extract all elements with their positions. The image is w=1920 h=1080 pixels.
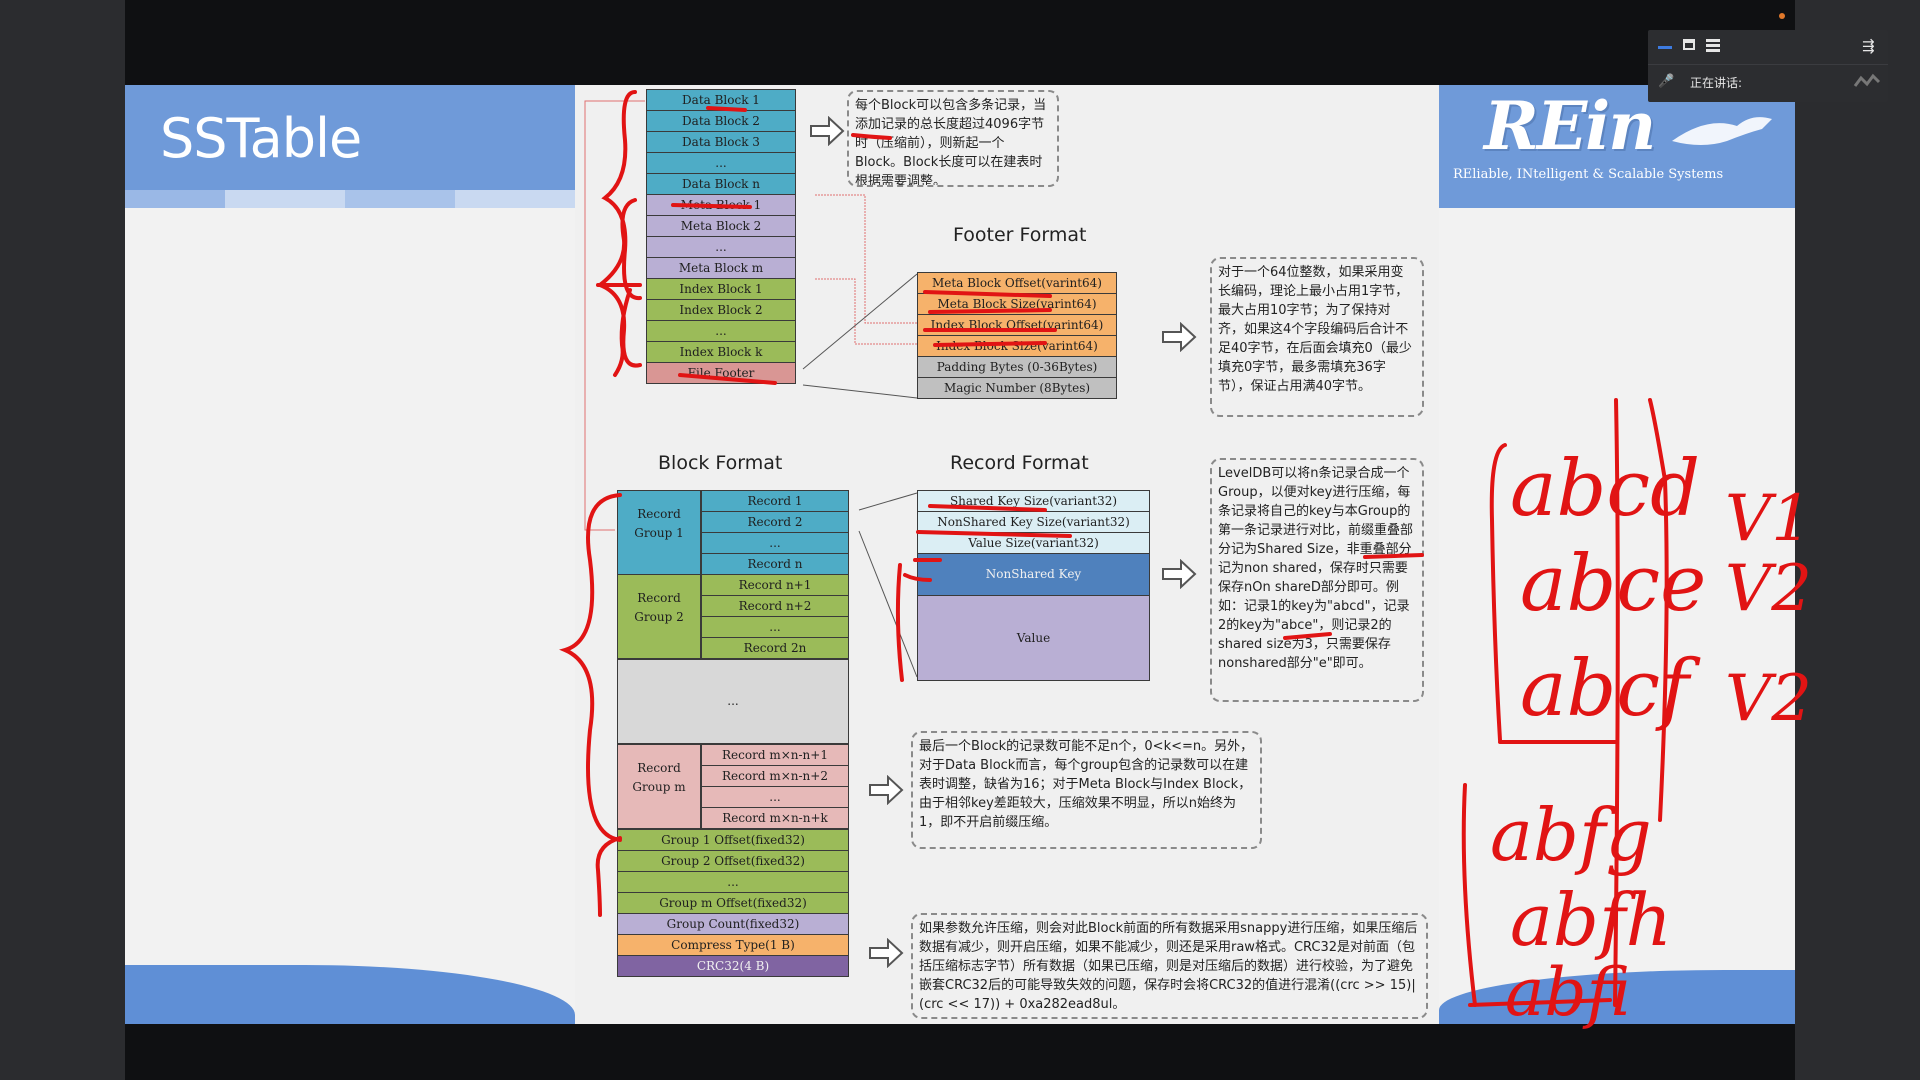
sidebar-left bbox=[0, 0, 125, 1080]
block-gap: ... bbox=[617, 659, 849, 744]
slide-title: SSTable bbox=[160, 107, 362, 170]
sstable-block: Meta Block 2 bbox=[646, 215, 796, 237]
block-trailer-field: ... bbox=[617, 871, 849, 893]
record-cell: Record n+1 bbox=[701, 574, 849, 596]
audio-signal-icon bbox=[1853, 73, 1881, 87]
recording-indicator bbox=[1779, 13, 1785, 19]
footer-field: Index Block Offset(varint64) bbox=[917, 314, 1117, 336]
right-panel bbox=[1439, 208, 1795, 1024]
menu-icon[interactable]: ⇶ bbox=[1862, 37, 1875, 55]
footer-field: Padding Bytes (0-36Bytes) bbox=[917, 356, 1117, 378]
record-group-label: Record Group 2 bbox=[617, 574, 701, 659]
logo-banner: REin REliable, INtelligent & Scalable Sy… bbox=[1439, 85, 1795, 208]
block-trailer-field: Group 1 Offset(fixed32) bbox=[617, 829, 849, 851]
record-cell: ... bbox=[701, 616, 849, 638]
sstable-block: Meta Block 1 bbox=[646, 194, 796, 216]
sstable-block: ... bbox=[646, 152, 796, 174]
arrow-right-icon bbox=[1162, 322, 1197, 352]
note-footer: 对于一个64位整数，如果采用变长编码，理论上最小占用1字节，最大占用10字节；为… bbox=[1210, 257, 1424, 417]
sstable-block: Index Block 2 bbox=[646, 299, 796, 321]
sstable-block: Index Block k bbox=[646, 341, 796, 363]
meeting-toolbar: ⇶ 🎤 正在讲话: bbox=[1648, 30, 1888, 102]
record-cell: Record 2 bbox=[701, 511, 849, 533]
bottom-bar bbox=[125, 1024, 1795, 1080]
record-cell: Record m×n-n+k bbox=[701, 807, 849, 829]
banner-stripe bbox=[225, 190, 345, 208]
record-group-label: Record Group m bbox=[617, 744, 701, 829]
sstable-block: Data Block 2 bbox=[646, 110, 796, 132]
arrow-right-icon bbox=[810, 116, 845, 146]
record-cell: Record m×n-n+1 bbox=[701, 744, 849, 766]
mic-icon: 🎤 bbox=[1658, 74, 1675, 89]
arrow-right-icon bbox=[869, 775, 904, 805]
record-field: Value bbox=[917, 595, 1150, 681]
footer-field: Magic Number (8Bytes) bbox=[917, 377, 1117, 399]
record-field: Value Size(variant32) bbox=[917, 532, 1150, 554]
block-trailer-field: Group m Offset(fixed32) bbox=[617, 892, 849, 914]
note-compress: 如果参数允许压缩，则会对此Block前面的所有数据采用snappy进行压缩，如果… bbox=[911, 913, 1428, 1019]
list-icon[interactable] bbox=[1706, 39, 1720, 52]
logo-tagline: REliable, INtelligent & Scalable Systems bbox=[1453, 167, 1724, 182]
record-cell: ... bbox=[701, 786, 849, 808]
left-panel bbox=[125, 208, 575, 1024]
sidebar-right bbox=[1795, 0, 1920, 1080]
record-cell: Record 2n bbox=[701, 637, 849, 659]
banner-stripe bbox=[345, 190, 455, 208]
sstable-block: ... bbox=[646, 236, 796, 258]
record-format-caption: Record Format bbox=[950, 452, 1089, 474]
footer-field: Meta Block Size(varint64) bbox=[917, 293, 1117, 315]
top-bar bbox=[125, 0, 1795, 85]
sstable-block: File Footer bbox=[646, 362, 796, 384]
block-trailer-field: Group 2 Offset(fixed32) bbox=[617, 850, 849, 872]
toolbar-row: ⇶ bbox=[1648, 30, 1888, 65]
minimize-icon[interactable] bbox=[1658, 46, 1672, 49]
footer-field: Index Block Size(varint64) bbox=[917, 335, 1117, 357]
arrow-right-icon bbox=[869, 938, 904, 968]
horse-logo-icon bbox=[1672, 117, 1772, 145]
record-field: NonShared Key bbox=[917, 553, 1150, 596]
block-trailer-field: CRC32(4 B) bbox=[617, 955, 849, 977]
sstable-block: Data Block 1 bbox=[646, 89, 796, 111]
footer-field: Meta Block Offset(varint64) bbox=[917, 272, 1117, 294]
note-group: 最后一个Block的记录数可能不足n个，0<k<=n。另外，对于Data Blo… bbox=[911, 731, 1262, 849]
note-data-block: 每个Block可以包含多条记录，当添加记录的总长度超过4096字节时（压缩前），… bbox=[847, 90, 1059, 187]
title-banner: SSTable bbox=[125, 85, 575, 190]
record-cell: Record m×n-n+2 bbox=[701, 765, 849, 787]
footer-format-caption: Footer Format bbox=[953, 224, 1087, 246]
record-group-label: Record Group 1 bbox=[617, 490, 701, 575]
sstable-block: Data Block n bbox=[646, 173, 796, 195]
sstable-block: ... bbox=[646, 320, 796, 342]
record-cell: Record n bbox=[701, 553, 849, 575]
sstable-block: Index Block 1 bbox=[646, 278, 796, 300]
block-trailer-field: Group Count(fixed32) bbox=[617, 913, 849, 935]
record-field: Shared Key Size(variant32) bbox=[917, 490, 1150, 512]
block-trailer-field: Compress Type(1 B) bbox=[617, 934, 849, 956]
sstable-block: Data Block 3 bbox=[646, 131, 796, 153]
record-cell: Record 1 bbox=[701, 490, 849, 512]
record-cell: Record n+2 bbox=[701, 595, 849, 617]
window-icon[interactable] bbox=[1683, 39, 1695, 50]
banner-stripe bbox=[455, 190, 575, 208]
note-record: LevelDB可以将n条记录合成一个Group，以便对key进行压缩，每条记录将… bbox=[1210, 458, 1424, 702]
speaking-label: 正在讲话: bbox=[1690, 76, 1743, 90]
sstable-block: Meta Block m bbox=[646, 257, 796, 279]
rein-logo: REin bbox=[1484, 87, 1656, 165]
record-cell: ... bbox=[701, 532, 849, 554]
arrow-right-icon bbox=[1162, 559, 1197, 589]
block-format-caption: Block Format bbox=[658, 452, 783, 474]
banner-stripe bbox=[125, 190, 225, 208]
record-field: NonShared Key Size(variant32) bbox=[917, 511, 1150, 533]
slide: SSTable REin REliable, INtelligent & Sca… bbox=[125, 85, 1795, 1024]
